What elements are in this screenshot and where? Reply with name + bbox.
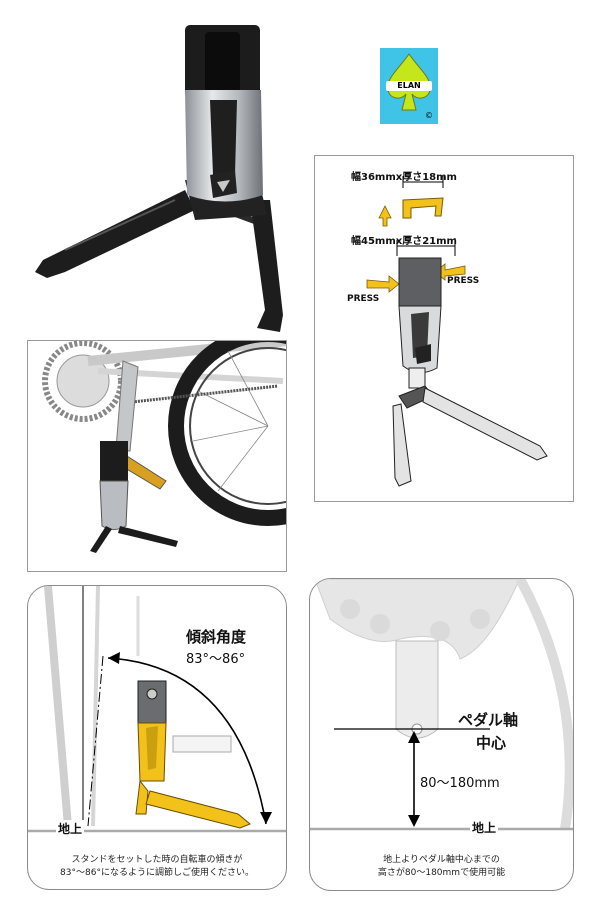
height-panel: ペダル軸 中心 80～180mm 地上 地上よりペダル軸中心までの 高さが80～…	[309, 578, 574, 891]
angle-caption-line1: スタンドをセットした時の自転車の傾きが	[71, 855, 243, 865]
height-range-label: 80～180mm	[420, 776, 500, 791]
height-caption-line1: 地上よりペダル軸中心までの	[383, 855, 500, 865]
product-photo	[25, 10, 295, 335]
angle-caption-line2: 83°～86°になるように調節しご使用ください。	[60, 868, 254, 878]
elan-logo-copyright: ©	[425, 111, 433, 120]
clip-dimension-label: 幅36mmx厚さ18mm	[351, 172, 457, 183]
angle-range: 83°～86°	[186, 652, 246, 667]
height-caption-line2: 高さが80～180mmで使用可能	[377, 868, 506, 878]
dimension-diagram: 幅36mmx厚さ18mm 幅45mmx厚さ21mm PRESS PRESS	[314, 155, 574, 502]
elan-logo: ELAN ©	[380, 48, 438, 124]
ground-label-right: 地上	[470, 819, 499, 836]
ground-label-left: 地上	[56, 820, 85, 837]
press-label-left: PRESS	[347, 294, 380, 304]
pedal-axis-label-line1: ペダル軸	[458, 711, 519, 729]
body-dimension-label: 幅45mmx厚さ21mm	[351, 236, 457, 247]
bike-usage-photo	[27, 340, 287, 572]
elan-logo-text: ELAN	[386, 81, 432, 91]
angle-panel: 傾斜角度 83°～86° 地上 スタンドをセットした時の自転車の傾きが 83°～…	[27, 585, 287, 890]
pedal-axis-label-line2: 中心	[476, 734, 507, 752]
press-label-right: PRESS	[447, 276, 480, 286]
angle-title: 傾斜角度	[186, 628, 247, 646]
